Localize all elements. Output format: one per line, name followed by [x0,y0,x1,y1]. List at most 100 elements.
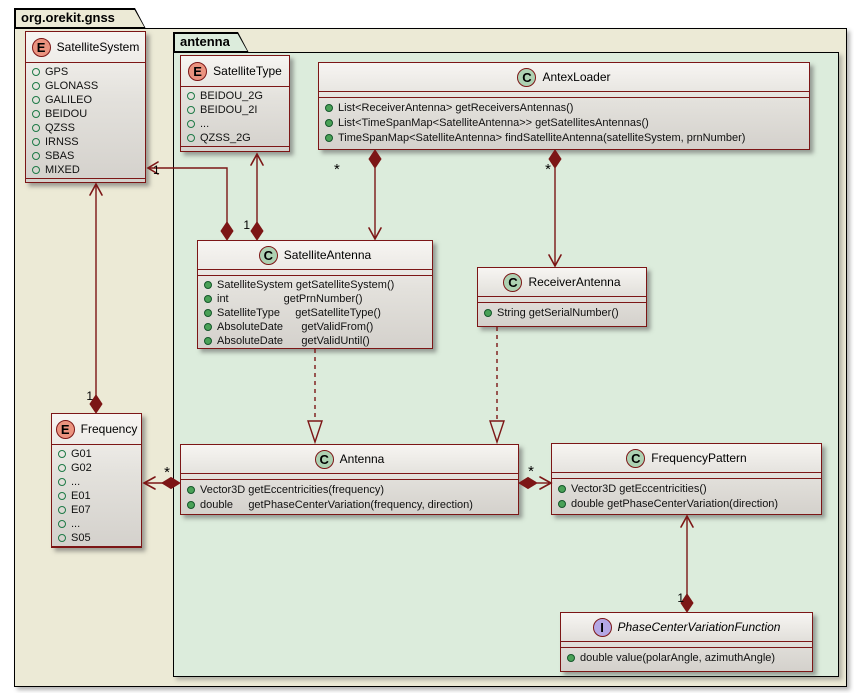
field-icon [58,520,66,528]
method-row: Vector3D getEccentricities(frequency) [181,482,518,497]
empty-compartment [181,474,518,480]
method-signature: TimeSpanMap<SatelliteAntenna> findSatell… [338,131,746,144]
package-antenna-body [173,52,839,677]
method-row: List<TimeSpanMap<SatelliteAntenna>> getS… [319,115,809,130]
field-icon [187,106,195,114]
field-icon [32,110,40,118]
field-icon [32,166,40,174]
enum-value: SBAS [45,150,75,162]
empty-compartment [552,473,821,479]
method-row: double getPhaseCenterVariation(direction… [552,496,821,511]
empty-compartment [478,297,646,303]
method-row: AbsoluteDate getValidFrom() [198,320,432,334]
method-row: int getPrnNumber() [198,292,432,306]
class-icon: C [626,448,646,468]
enum-value: G01 [71,448,92,460]
enum-value-row: E01 [52,489,141,503]
method-list: Vector3D getEccentricities(frequency) do… [181,480,518,513]
field-icon [58,478,66,486]
class-header: E Frequency [52,414,141,445]
interface-icon: I [592,617,612,637]
enum-value-row: GALILEO [26,93,145,107]
method-signature: List<ReceiverAntenna> getReceiversAntenn… [338,101,574,114]
public-method-icon [558,499,566,508]
empty-compartment [319,92,809,98]
empty-compartment [198,270,432,276]
class-header: I PhaseCenterVariationFunction [561,613,812,642]
enum-value: BEIDOU [45,108,88,120]
method-signature: double getPhaseCenterVariation(frequency… [200,498,473,511]
enum-value-row: ... [52,475,141,489]
class-receiver-antenna: C ReceiverAntenna String getSerialNumber… [477,267,647,327]
enum-value-row: BEIDOU [26,107,145,121]
class-title: PhaseCenterVariationFunction [617,620,781,634]
class-icon: C [503,272,523,292]
method-list: SatelliteSystem getSatelliteSystem() int… [198,276,432,349]
public-method-icon [558,484,566,493]
method-list: String getSerialNumber() [478,303,646,321]
field-icon [32,138,40,146]
enum-icon: E [55,419,75,439]
public-method-icon [187,500,195,509]
class-header: C Antenna [181,445,518,474]
class-title: SatelliteSystem [56,40,140,54]
package-title: antenna [180,34,230,49]
method-row: List<ReceiverAntenna> getReceiversAntenn… [319,100,809,115]
enum-satellite-system: E SatelliteSystem GPS GLONASS GALILEO BE… [25,31,146,183]
class-header: C FrequencyPattern [552,444,821,473]
class-title: Frequency [80,422,138,436]
enum-value-row: MIXED [26,163,145,177]
method-row: SatelliteSystem getSatelliteSystem() [198,278,432,292]
enum-value: BEIDOU_2G [200,90,263,102]
method-signature: SatelliteSystem getSatelliteSystem() [217,279,395,291]
public-method-icon [484,308,492,317]
method-signature: AbsoluteDate getValidFrom() [217,321,374,333]
method-signature: AbsoluteDate getValidUntil() [217,335,370,347]
enum-value-row: SBAS [26,149,145,163]
package-tab-fill [175,34,248,52]
enum-frequency: E Frequency G01 G02 ... E01 E07 ... S05 [51,413,142,548]
enum-value: E07 [71,504,91,516]
empty-compartment [561,642,812,648]
field-icon [32,152,40,160]
enum-value-row: QZSS_2G [181,131,289,145]
method-row: Vector3D getEccentricities() [552,481,821,496]
field-icon [32,96,40,104]
package-antenna-tab: antenna [173,32,249,53]
empty-compartment [181,146,289,152]
method-signature: Vector3D getEccentricities(frequency) [200,483,385,496]
enum-value-row: IRNSS [26,135,145,149]
package-org-orekit-gnss-tab: org.orekit.gnss [14,8,146,29]
enum-value-row: E07 [52,503,141,517]
field-icon [58,464,66,472]
interface-phase-center-variation-function: I PhaseCenterVariationFunction double va… [560,612,813,672]
package-title: org.orekit.gnss [21,10,115,25]
field-icon [32,124,40,132]
enum-value: S05 [71,532,91,544]
method-signature: int getPrnNumber() [217,293,363,305]
empty-compartment [26,178,145,184]
enum-value-row: GPS [26,65,145,79]
class-icon: C [314,449,334,469]
class-title: AntexLoader [542,70,611,84]
class-title: FrequencyPattern [651,451,747,465]
enum-values: BEIDOU_2G BEIDOU_2I ... QZSS_2G [181,87,289,146]
field-icon [32,82,40,90]
enum-value: G02 [71,462,92,474]
enum-values: GPS GLONASS GALILEO BEIDOU QZSS IRNSS SB… [26,63,145,178]
enum-value: MIXED [45,164,80,176]
method-signature: double value(polarAngle, azimuthAngle) [580,651,776,664]
enum-satellite-type: E SatelliteType BEIDOU_2G BEIDOU_2I ... … [180,55,290,152]
enum-value-row: ... [181,117,289,131]
field-icon [58,492,66,500]
class-antenna: C Antenna Vector3D getEccentricities(fre… [180,444,519,515]
enum-values: G01 G02 ... E01 E07 ... S05 [52,445,141,546]
enum-value-row: G01 [52,447,141,461]
public-method-icon [204,309,212,317]
class-frequency-pattern: C FrequencyPattern Vector3D getEccentric… [551,443,822,515]
package-tab-fill [16,10,145,28]
enum-value: ... [71,476,81,488]
empty-compartment [52,546,141,552]
public-method-icon [325,103,333,112]
